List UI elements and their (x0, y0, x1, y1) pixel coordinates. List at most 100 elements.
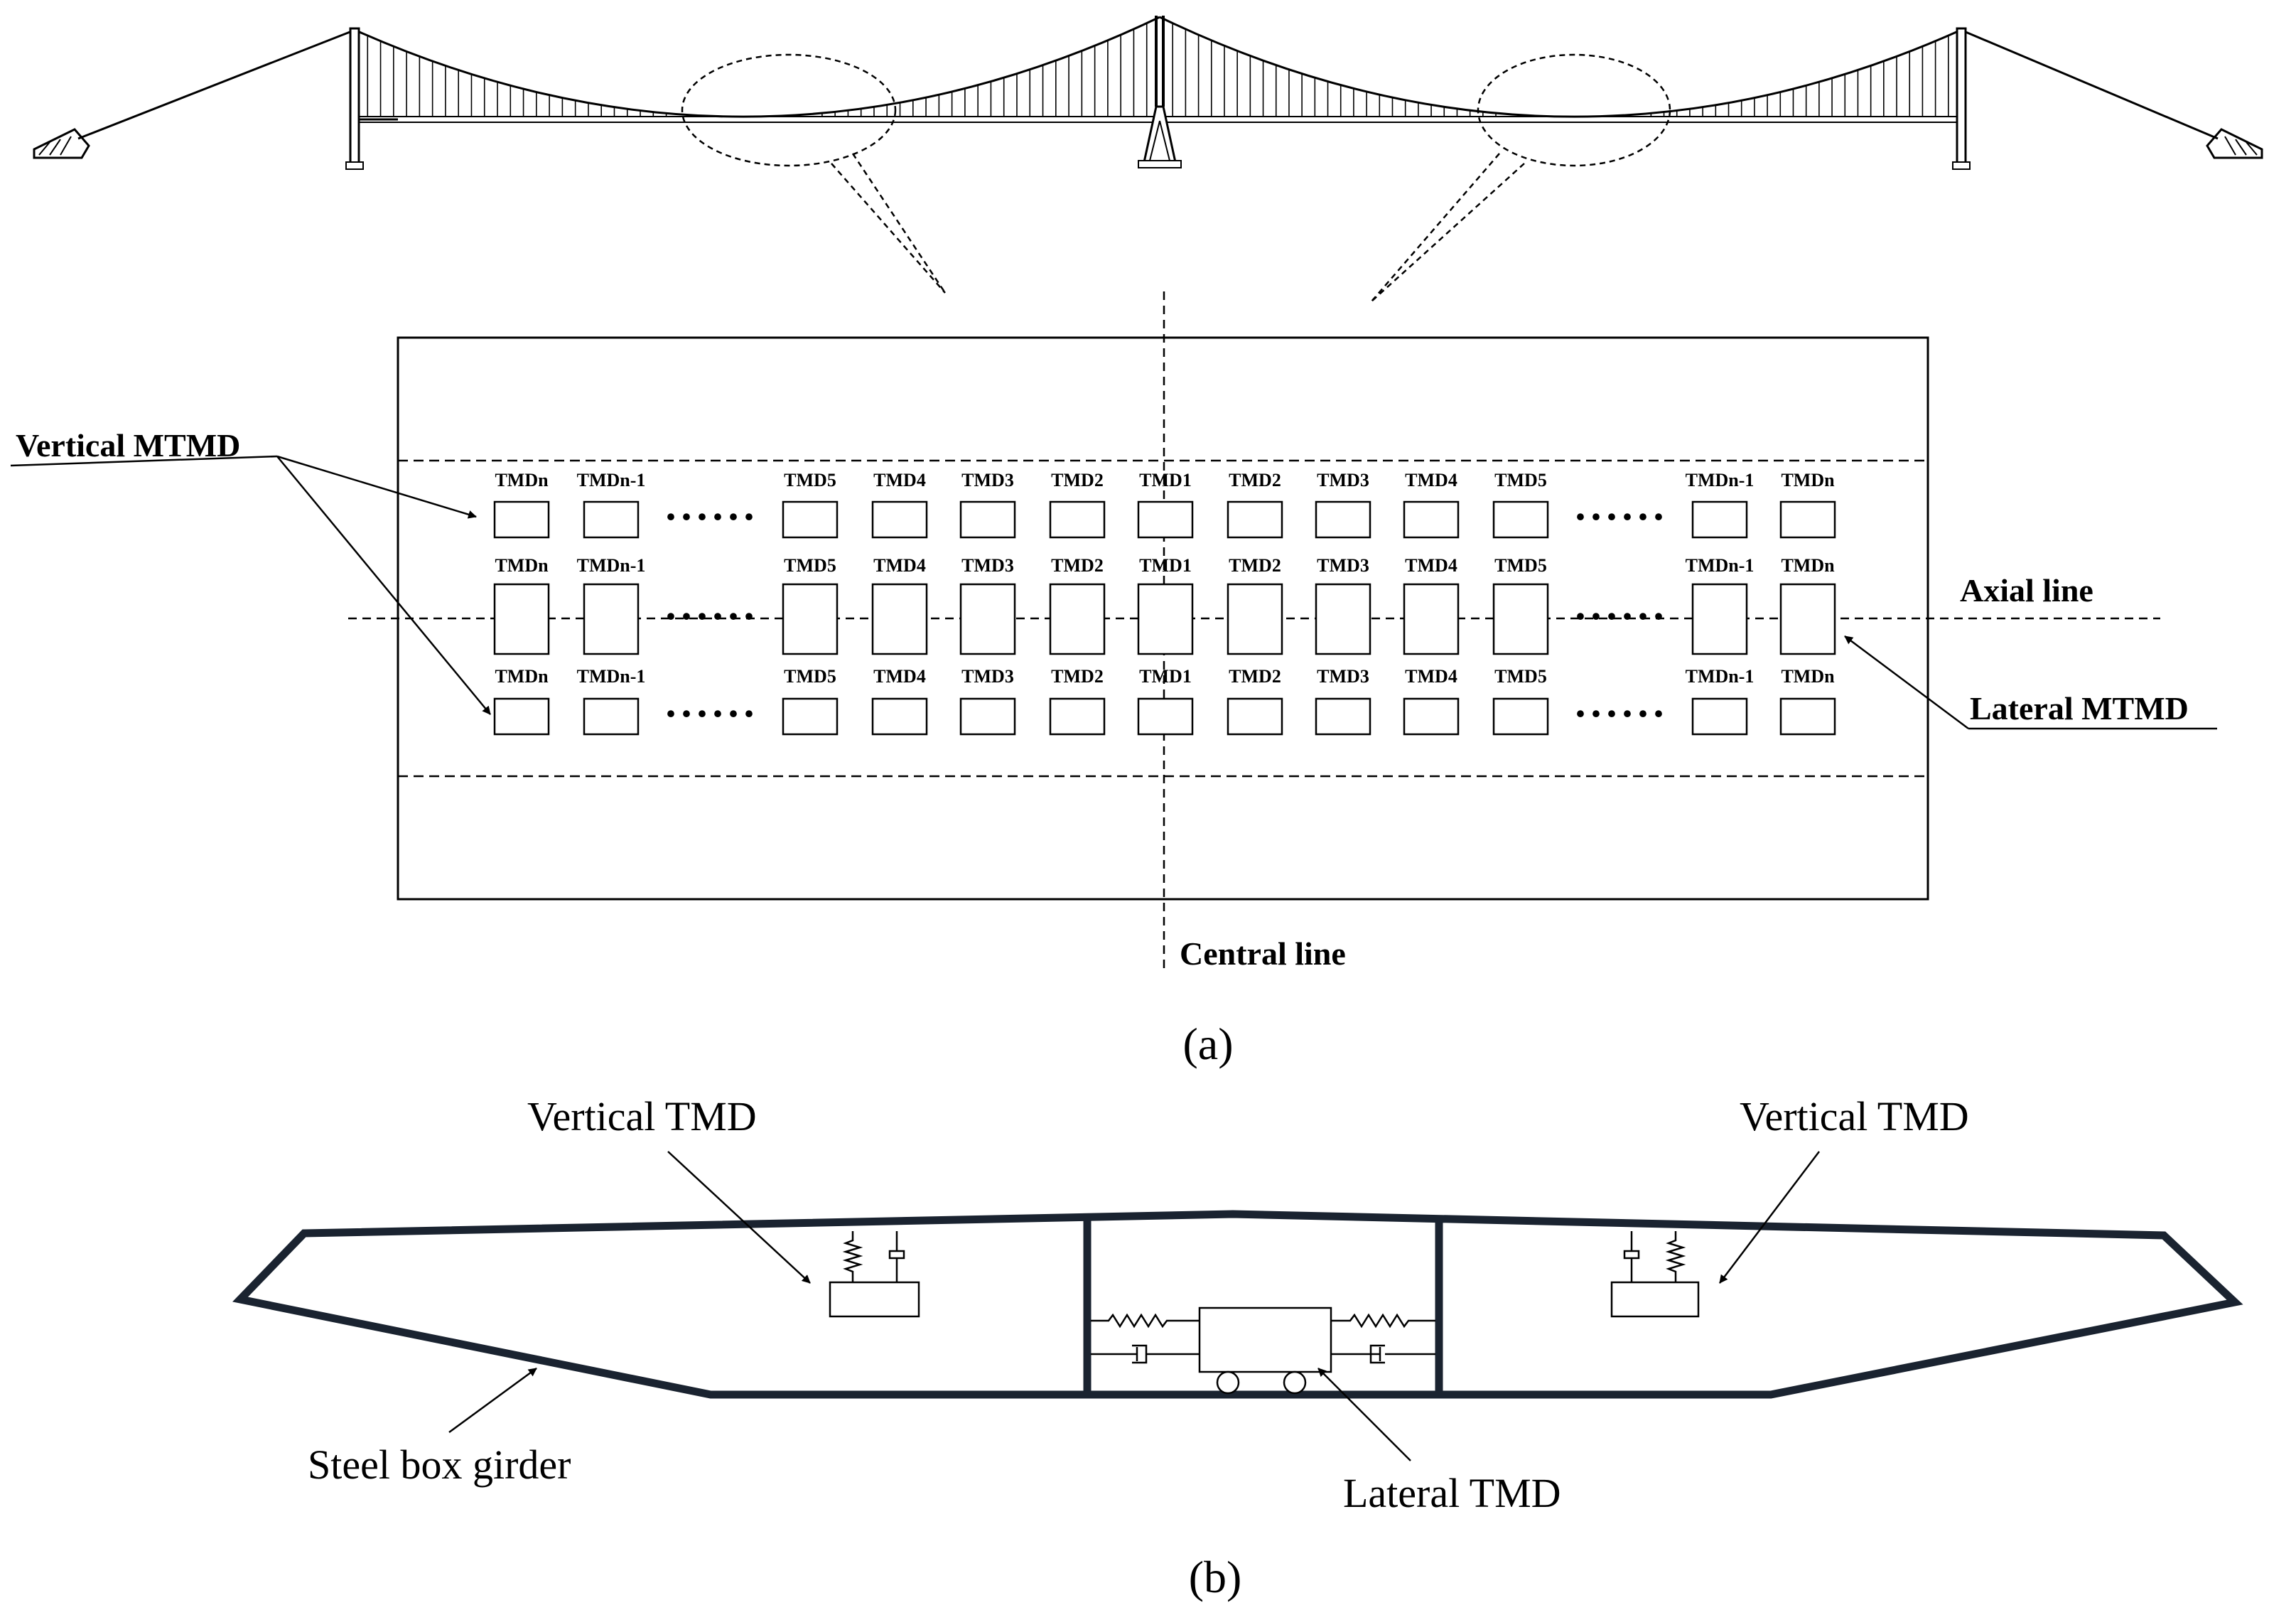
tmd-box (959, 583, 1016, 655)
tmd-label: TMD4 (873, 555, 926, 576)
cross-section: Vertical TMD Vertical TMD Lateral TMD St… (232, 1093, 2243, 1602)
tmd-box (1403, 583, 1460, 655)
bridge-elevation (33, 16, 2263, 302)
detail-ellipse-left (681, 53, 897, 167)
tmd-box (1403, 697, 1460, 736)
anchorage-left (33, 128, 90, 159)
main-cable-span-2 (1159, 16, 1962, 118)
tmd-label: TMD1 (1139, 555, 1192, 576)
leader-vertical-tmd-right (1719, 1151, 1820, 1284)
tmd-label: TMD2 (1051, 470, 1104, 490)
callout-lines (831, 153, 1525, 302)
main-cables (354, 16, 1962, 118)
vertical-tmd-left-label: Vertical TMD (527, 1093, 757, 1139)
tmd-label: TMD1 (1139, 666, 1192, 687)
tmd-label: TMDn-1 (1686, 470, 1755, 490)
tmd-label: TMD5 (784, 666, 836, 687)
tmd-label: TMD3 (1317, 666, 1369, 687)
tmd-label: TMD5 (784, 555, 836, 576)
tmd-label: TMDn (1781, 666, 1835, 687)
tmd-label: TMDn (495, 555, 549, 576)
tmd-box (583, 583, 640, 655)
tmd-label: TMD3 (961, 555, 1014, 576)
tmd-label: TMD2 (1051, 555, 1104, 576)
tower-center (1138, 16, 1182, 168)
tmd-box (871, 500, 928, 539)
tmd-label: TMDn (1781, 470, 1835, 490)
vertical-tmd-right-label: Vertical TMD (1740, 1093, 1969, 1139)
tmd-box (871, 697, 928, 736)
steel-box-girder-outline (232, 1210, 2243, 1399)
ellipsis-dots: ······ (664, 493, 758, 540)
lateral-tmd (1091, 1306, 1435, 1395)
tmd-label: TMD1 (1139, 470, 1192, 490)
tmd-box (1691, 500, 1748, 539)
tmd-label: TMD5 (1494, 555, 1547, 576)
tmd-box (1137, 500, 1194, 539)
tmd-label: TMDn (495, 470, 549, 490)
tmd-label: TMDn-1 (577, 555, 646, 576)
tmd-label: TMD4 (1405, 666, 1457, 687)
tmd-label: TMD2 (1229, 470, 1281, 490)
axial-line-label: Axial line (1960, 572, 2093, 608)
ellipsis-dots: ······ (1573, 690, 1667, 737)
vertical-tmd-left (829, 1231, 920, 1318)
tmd-box (1403, 500, 1460, 539)
tmd-box (583, 500, 640, 539)
tmd-box (1137, 583, 1194, 655)
tmd-label: TMD2 (1229, 666, 1281, 687)
tmd-label: TMDn-1 (577, 470, 646, 490)
tmd-label: TMDn (495, 666, 549, 687)
tmd-box (1315, 583, 1371, 655)
tmd-box (1492, 583, 1549, 655)
tmd-label: TMD5 (1494, 666, 1547, 687)
backstay-left (77, 28, 356, 140)
ellipsis-dots: ······ (664, 593, 758, 640)
tmd-box (1137, 697, 1194, 736)
tmd-box (1492, 500, 1549, 539)
ellipsis-dots: ······ (664, 690, 758, 737)
tmd-label: TMD4 (873, 666, 926, 687)
leader-steel-box-girder (448, 1367, 537, 1434)
tmd-box (1227, 583, 1283, 655)
hangers (367, 23, 1949, 117)
tmd-box (1779, 583, 1836, 655)
tmd-label: TMDn-1 (1686, 666, 1755, 687)
central-line-label: Central line (1180, 935, 1346, 972)
vertical-mtmd-leaders (10, 455, 491, 715)
main-cable-span-1 (354, 16, 1160, 118)
tmd-label: TMD4 (1405, 555, 1457, 576)
tmd-box (959, 697, 1016, 736)
ellipsis-dots: ······ (1573, 493, 1667, 540)
tmd-box (493, 583, 550, 655)
tmd-box (1492, 697, 1549, 736)
lateral-tmd-label: Lateral TMD (1343, 1470, 1561, 1516)
tmd-box (1227, 697, 1283, 736)
tmd-box (1227, 500, 1283, 539)
tmd-label: TMD3 (961, 470, 1014, 490)
leader-vertical-tmd-left (667, 1151, 811, 1284)
tmd-box (1049, 697, 1106, 736)
tmd-box (959, 500, 1016, 539)
tmd-box (1779, 500, 1836, 539)
tmd-box (782, 583, 839, 655)
lateral-mtmd-leader (1844, 635, 2217, 730)
tmd-label: TMD4 (873, 470, 926, 490)
tmd-label: TMDn-1 (577, 666, 646, 687)
lateral-mtmd-label: Lateral MTMD (1970, 690, 2189, 726)
tmd-box (1049, 500, 1106, 539)
tmd-box (871, 583, 928, 655)
tmd-box (1691, 697, 1748, 736)
tmd-box (782, 500, 839, 539)
panel-label-b: (b) (1189, 1552, 1242, 1602)
tmd-box (583, 697, 640, 736)
tmd-label: TMDn (1781, 555, 1835, 576)
tmd-box (1315, 500, 1371, 539)
tmd-label: TMDn-1 (1686, 555, 1755, 576)
backstay-right (1960, 28, 2219, 140)
vertical-mtmd-label: Vertical MTMD (16, 427, 240, 463)
tmd-label: TMD4 (1405, 470, 1457, 490)
